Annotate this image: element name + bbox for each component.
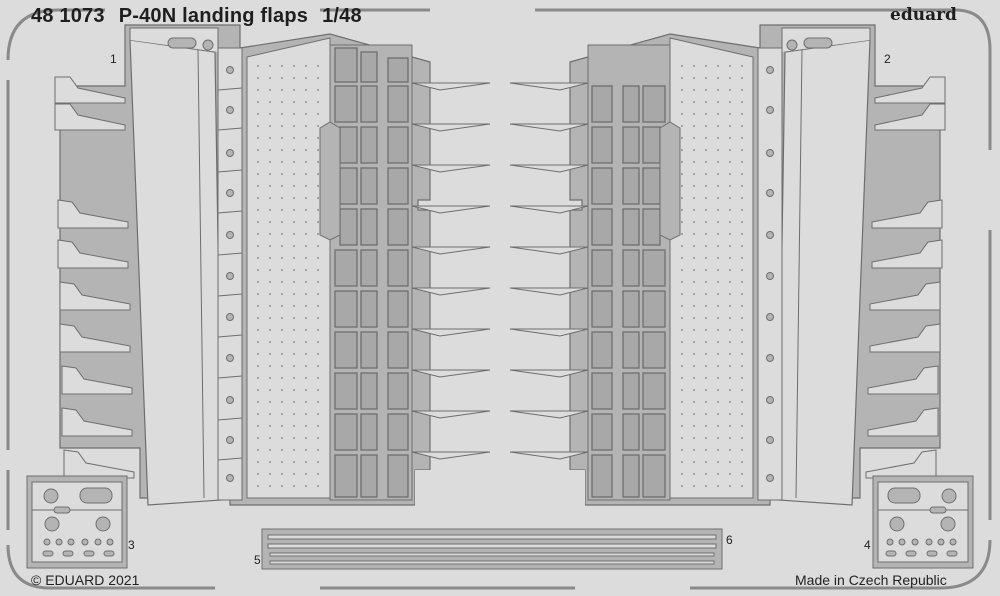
- part-number-4: 4: [864, 538, 871, 552]
- part-3-panel: [26, 475, 128, 569]
- part-number-1: 1: [110, 52, 117, 66]
- part-number-6: 6: [726, 533, 733, 547]
- origin-text: Made in Czech Republic: [795, 572, 947, 588]
- parts-5-6-strips: [261, 528, 723, 570]
- fret-title: 48 1073 P-40N landing flaps 1/48: [31, 5, 362, 28]
- part-number-5: 5: [254, 553, 261, 567]
- copyright-text: © EDUARD 2021: [31, 572, 140, 588]
- product-code: 48 1073: [31, 5, 105, 27]
- part-number-2: 2: [884, 52, 891, 66]
- left-flap-assembly: [26, 24, 491, 569]
- brand-logo: eduard: [890, 5, 957, 25]
- product-name: P-40N landing flaps: [118, 5, 309, 27]
- product-scale: 1/48: [322, 5, 362, 27]
- right-flap-assembly: [509, 24, 974, 569]
- part-number-3: 3: [128, 538, 135, 552]
